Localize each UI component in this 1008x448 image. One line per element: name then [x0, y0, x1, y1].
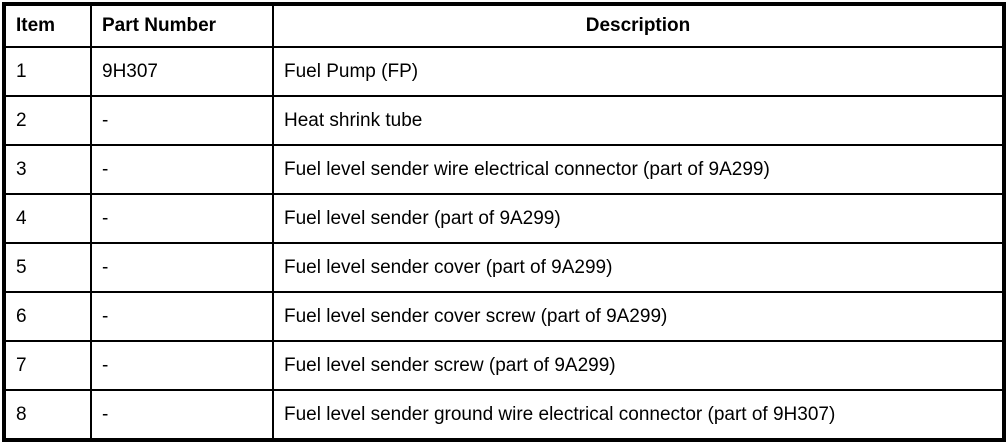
part-number-cell: -	[90, 95, 274, 146]
item-cell: 8	[4, 389, 92, 440]
part-number-cell: -	[90, 340, 274, 391]
description-cell: Fuel level sender (part of 9A299)	[272, 193, 1004, 244]
part-number-cell: -	[90, 193, 274, 244]
description-cell: Fuel level sender cover screw (part of 9…	[272, 291, 1004, 342]
description-cell: Fuel level sender cover (part of 9A299)	[272, 242, 1004, 293]
description-cell: Fuel Pump (FP)	[272, 46, 1004, 97]
description-cell: Fuel level sender wire electrical connec…	[272, 144, 1004, 195]
item-cell: 4	[4, 193, 92, 244]
part-number-cell: -	[90, 144, 274, 195]
table-row: 7 - Fuel level sender screw (part of 9A2…	[4, 340, 1004, 391]
table-row: 5 - Fuel level sender cover (part of 9A2…	[4, 242, 1004, 293]
header-part-number: Part Number	[90, 4, 274, 48]
description-cell: Fuel level sender ground wire electrical…	[272, 389, 1004, 440]
parts-table-header: Item Part Number Description	[4, 4, 1004, 48]
item-cell: 5	[4, 242, 92, 293]
parts-table-body: 1 9H307 Fuel Pump (FP) 2 - Heat shrink t…	[4, 46, 1004, 440]
description-cell: Heat shrink tube	[272, 95, 1004, 146]
item-cell: 1	[4, 46, 92, 97]
table-row: 4 - Fuel level sender (part of 9A299)	[4, 193, 1004, 244]
item-cell: 3	[4, 144, 92, 195]
item-cell: 7	[4, 340, 92, 391]
part-number-cell: -	[90, 389, 274, 440]
table-row: 6 - Fuel level sender cover screw (part …	[4, 291, 1004, 342]
table-row: 3 - Fuel level sender wire electrical co…	[4, 144, 1004, 195]
header-description: Description	[272, 4, 1004, 48]
part-number-cell: -	[90, 291, 274, 342]
table-row: 8 - Fuel level sender ground wire electr…	[4, 389, 1004, 440]
description-cell: Fuel level sender screw (part of 9A299)	[272, 340, 1004, 391]
part-number-cell: 9H307	[90, 46, 274, 97]
header-row: Item Part Number Description	[4, 4, 1004, 48]
table-row: 2 - Heat shrink tube	[4, 95, 1004, 146]
table-row: 1 9H307 Fuel Pump (FP)	[4, 46, 1004, 97]
header-item: Item	[4, 4, 92, 48]
part-number-cell: -	[90, 242, 274, 293]
item-cell: 6	[4, 291, 92, 342]
parts-table: Item Part Number Description 1 9H307 Fue…	[2, 2, 1006, 442]
item-cell: 2	[4, 95, 92, 146]
